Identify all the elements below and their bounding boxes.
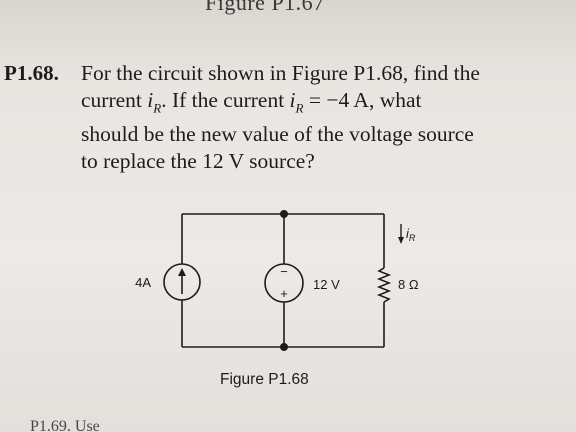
figure-caption: Figure P1.68: [220, 371, 309, 388]
previous-figure-caption-fragment: Figure P1.67: [205, 0, 325, 15]
voltage-source-plus: +: [280, 286, 288, 301]
problem-line-4: to replace the 12 V source?: [81, 149, 315, 174]
voltage-source-minus: −: [280, 264, 288, 279]
problem-line-2: current iR. If the current iR = −4 A, wh…: [81, 88, 422, 116]
voltage-source: [264, 263, 304, 303]
resistor: [376, 267, 392, 303]
top-node: [280, 210, 288, 218]
problem-line-1: For the circuit shown in Figure P1.68, f…: [81, 61, 480, 85]
current-label: iR: [406, 226, 416, 243]
voltage-source-label: 12 V: [313, 277, 340, 292]
resistor-label: 8 Ω: [398, 277, 419, 292]
problem-text: For the circuit shown in Figure P1.68, f…: [81, 60, 567, 175]
next-problem-fragment: P1.69. Use: [30, 418, 100, 432]
current-arrow-icon: [398, 224, 404, 244]
circuit-wires: [181, 213, 385, 348]
current-source: [163, 263, 201, 301]
current-source-label: 4A: [135, 275, 151, 290]
problem-number: P1.68.: [4, 61, 59, 85]
bottom-node: [280, 343, 288, 351]
problem-line-3: should be the new value of the voltage s…: [81, 122, 474, 147]
